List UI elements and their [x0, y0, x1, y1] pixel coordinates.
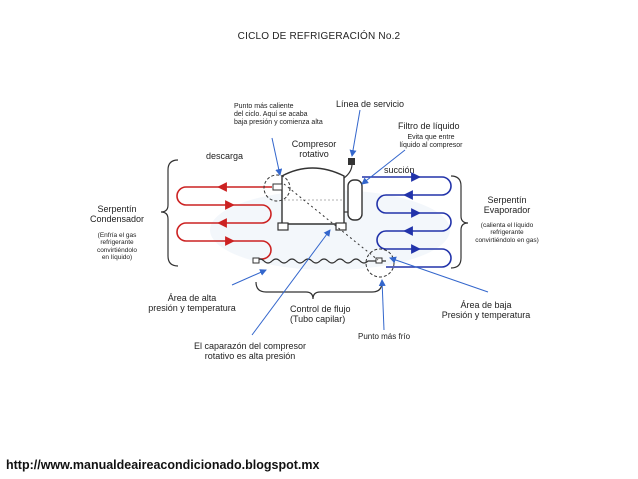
- condenser-note: (Enfría el gas refrigerante convirtiéndo…: [84, 232, 150, 262]
- condenser-brace: [160, 159, 179, 267]
- evaporator-note-line: (calienta el líquido: [480, 222, 534, 229]
- diagram-title: CICLO DE REFRIGERACIÓN No.2: [237, 31, 401, 42]
- liquid-filter: [347, 179, 363, 221]
- liquid-filter-label: Filtro de líquido: [398, 121, 460, 131]
- compressor-label: Compresor rotativo: [286, 139, 342, 160]
- pointer-shell: [251, 229, 331, 336]
- condenser-note-line: refrigerante: [100, 239, 134, 247]
- evaporator-note-line: refrigerante: [490, 229, 524, 237]
- flow-control-line: Control de flujo: [290, 304, 351, 314]
- pointer-service-line: [349, 109, 361, 157]
- flow-control-line: (Tubo capilar): [290, 314, 346, 325]
- service-valve: [343, 163, 353, 179]
- high-area-label: Área de alta presión y temperatura: [140, 293, 244, 314]
- source-url: http://www.manualdeaireacondicionado.blo…: [6, 458, 320, 472]
- suction-label: succión: [384, 165, 415, 175]
- shell-label-line: rotativo es alta presión: [204, 351, 296, 362]
- evaporator-note: (calienta el líquido refrigerante convir…: [468, 222, 546, 244]
- flow-control-brace: [255, 281, 383, 300]
- compressor-label-line: rotativo: [299, 149, 329, 160]
- compressor-shell: [281, 167, 345, 225]
- pointer-high-area: [231, 269, 267, 286]
- shell-label-line: El caparazón del compresor: [193, 341, 307, 351]
- service-line-label: Línea de servicio: [336, 99, 405, 109]
- liquid-filter-note-line: líquido al compresor: [399, 142, 463, 150]
- liquid-filter-note: Evita que entre líquido al compresor: [395, 134, 467, 150]
- condenser-note-line: convirtiéndolo: [96, 246, 138, 254]
- condenser-note-line: en líquido): [101, 254, 133, 262]
- pointer-cold-point: [378, 279, 386, 331]
- high-area-line: Área de alta: [167, 293, 217, 303]
- low-area-label: Área de baja Presión y temperatura: [434, 300, 538, 321]
- hot-point-line: Punto más caliente: [234, 103, 294, 110]
- pointer-hot-point: [271, 137, 283, 176]
- evaporator-label-line: Evaporador: [483, 205, 531, 216]
- service-valve-cap: [348, 158, 355, 165]
- capillary-tube: [255, 258, 386, 264]
- compressor-foot: [277, 222, 289, 231]
- evaporator-note-line: convirtiéndolo en gas): [475, 236, 539, 244]
- evaporator-coil: [362, 176, 452, 268]
- pointer-low-area: [389, 256, 489, 293]
- evaporator-label-line: Serpentín: [487, 195, 527, 205]
- discharge-fitting: [272, 183, 283, 191]
- condenser-note-line: (Enfría el gas: [97, 232, 137, 239]
- compressor-foot: [335, 222, 347, 231]
- high-area-line: presión y temperatura: [148, 303, 236, 314]
- compressor-label-line: Compresor: [291, 139, 337, 149]
- condenser-label-line: Condensador: [89, 214, 145, 225]
- flow-control-label: Control de flujo (Tubo capilar): [290, 304, 351, 325]
- evaporator-brace: [450, 175, 469, 269]
- condenser-label-line: Serpentín: [97, 204, 137, 214]
- hot-point-label: Punto más caliente del ciclo. Aquí se ac…: [234, 103, 323, 127]
- capillary-fitting-left: [252, 257, 260, 264]
- evaporator-label: Serpentín Evaporador: [474, 195, 540, 216]
- capillary-fitting-right: [375, 257, 383, 264]
- shell-dotted-line: [283, 183, 379, 261]
- discharge-label: descarga: [206, 151, 244, 161]
- low-area-line: Presión y temperatura: [441, 310, 531, 321]
- liquid-filter-note-line: Evita que entre: [407, 134, 455, 141]
- pointer-liquid-filter: [361, 149, 406, 185]
- shell-label: El caparazón del compresor rotativo es a…: [188, 341, 312, 362]
- hot-point-line: baja presión y comienza alta: [234, 119, 323, 127]
- low-area-line: Área de baja: [460, 300, 512, 310]
- condenser-label: Serpentín Condensador: [84, 204, 150, 225]
- hot-point-line: del ciclo. Aquí se acaba: [234, 111, 308, 119]
- cold-point-label: Punto más frío: [358, 332, 411, 341]
